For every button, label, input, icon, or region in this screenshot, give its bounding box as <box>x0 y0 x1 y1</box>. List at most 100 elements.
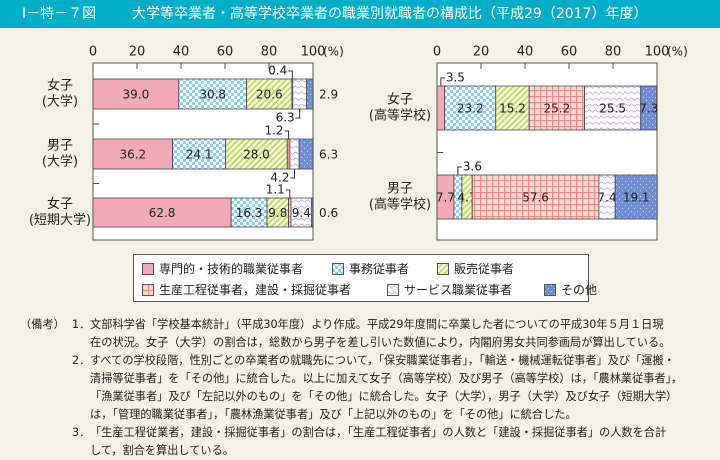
data-label: 7.4 <box>598 191 617 205</box>
data-label: 28.0 <box>243 148 270 162</box>
category-label: 女子 <box>47 78 73 94</box>
bar-segment-production <box>471 174 600 220</box>
data-label: 24.1 <box>186 148 213 162</box>
data-label: 0.6 <box>319 206 338 220</box>
data-label: 30.8 <box>199 88 226 102</box>
data-label: 7.3 <box>639 102 658 116</box>
data-label: 2.9 <box>319 88 338 102</box>
notes-heading: （備考） <box>20 318 65 331</box>
x-tick-label: 100 <box>301 45 326 60</box>
category-label: (短期大学) <box>29 212 91 228</box>
bar-segment-other <box>640 85 658 131</box>
data-label: 6.3 <box>276 111 295 125</box>
bar-segment-sales <box>495 85 530 131</box>
bar-segment-other <box>298 138 314 170</box>
legend-item-service: サービス職業従事者 <box>387 281 512 298</box>
data-label: 0.4 <box>268 64 287 78</box>
legend-swatch-icon <box>387 283 399 296</box>
x-tick-label: 0 <box>89 45 97 60</box>
leader-line <box>288 70 293 79</box>
leader-line <box>457 166 462 175</box>
category-label: 女子 <box>387 92 413 108</box>
legend-label: 生産工程従事者，建設・採掘従事者 <box>159 283 352 297</box>
legend-swatch-icon <box>142 262 154 275</box>
bar-segment-production <box>528 85 586 131</box>
data-label: 23.2 <box>457 102 484 116</box>
bar-segment-other <box>311 197 314 228</box>
data-label: 39.0 <box>123 88 150 102</box>
bar-segment-sales <box>225 138 288 170</box>
legend-label: サービス職業従事者 <box>404 283 513 297</box>
bar-segment-other <box>306 78 314 110</box>
category-label: 男子 <box>47 139 73 154</box>
leader-line <box>290 169 296 179</box>
x-tick-label: 80 <box>605 45 622 60</box>
data-label: 16.3 <box>236 206 263 220</box>
bar-segment-professional <box>436 85 446 131</box>
data-label: 19.1 <box>623 191 650 205</box>
x-tick-label: 0 <box>433 45 441 60</box>
data-label: 25.5 <box>599 102 626 116</box>
data-label: 36.2 <box>119 148 146 162</box>
legend-label: 事務従事者 <box>349 262 410 276</box>
data-label: 4.2 <box>270 171 289 185</box>
note-line: 文部科学省「学校基本統計」（平成30年度）より作成。平成29年度間に卒業した者に… <box>90 318 664 331</box>
figure-title-bar: Ⅰ－特－７図 大学等卒業者・高等学校卒業者の職業別就職者の構成比（平成29（20… <box>0 0 720 28</box>
legend-item-other: その他 <box>544 281 597 298</box>
x-tick-label: 80 <box>261 45 278 60</box>
data-label: 3.5 <box>446 71 465 85</box>
bar-segment-professional <box>92 78 180 110</box>
leader-line <box>440 77 445 86</box>
note-number: 3． <box>72 426 91 439</box>
data-label: 7.7 <box>436 191 455 205</box>
x-tick-label: 20 <box>473 45 490 60</box>
category-label: (高等学校) <box>369 108 431 124</box>
category-label: 女子 <box>47 196 73 212</box>
legend-swatch-icon <box>544 283 556 296</box>
legend-item-clerical: 事務従事者 <box>332 260 409 277</box>
legend-item-sales: 販売従事者 <box>437 260 514 277</box>
bar-segment-clerical <box>230 197 268 228</box>
legend-item-professional: 専門的・技術的職業従事者 <box>142 260 303 277</box>
bar-segment-clerical <box>444 85 497 131</box>
data-label: 9.8 <box>268 206 287 220</box>
bar-segment-other <box>614 174 658 220</box>
figure-title: 大学等卒業者・高等学校卒業者の職業別就職者の構成比（平成29（2017）年度） <box>132 6 648 22</box>
note-line: すべての学校段階，性別ごとの卒業者の就職先について，「保安職業従事者」，「輸送・… <box>90 354 675 367</box>
data-label: 1.2 <box>264 124 283 138</box>
note-line: して，割合を算出している。 <box>90 444 234 457</box>
leader-line <box>284 130 290 139</box>
data-label: 25.2 <box>544 102 571 116</box>
note-line: 「生産工程従業者，建設・採掘従事者」の割合は，「生産工程従事者」の人数と「建設・… <box>90 426 667 439</box>
data-label: 9.4 <box>292 206 311 220</box>
bar-segment-service <box>289 138 300 170</box>
data-label: 15.2 <box>499 102 526 116</box>
bar-segment-service <box>292 78 308 110</box>
x-tick-label: 20 <box>129 45 146 60</box>
x-tick-label: 40 <box>173 45 190 60</box>
data-label: 20.6 <box>256 88 283 102</box>
data-label: 1.1 <box>266 183 285 197</box>
legend-label: 販売従事者 <box>454 262 515 276</box>
legend: 専門的・技術的職業従事者 事務従事者 販売従事者 生産工程従事者，建設・採掘従事… <box>133 254 597 302</box>
legend-label: その他 <box>561 283 598 297</box>
x-tick-label: 100 <box>645 45 670 60</box>
figure-number: Ⅰ－特－７図 <box>22 6 97 22</box>
note-line: 「漁業従事者」及び「左記以外のもの」を「その他」に統合した。女子（大学），男子（… <box>90 390 678 403</box>
unit-label: (%) <box>667 45 688 59</box>
note-number: 2． <box>72 354 91 367</box>
x-tick-label: 40 <box>517 45 534 60</box>
x-tick-label: 60 <box>561 45 578 60</box>
category-label: (大学) <box>42 94 78 110</box>
category-label: (大学) <box>42 154 78 170</box>
x-tick-label: 60 <box>217 45 234 60</box>
data-label: 62.8 <box>149 206 176 220</box>
category-label: 男子 <box>387 182 413 197</box>
legend-swatch-icon <box>142 283 154 296</box>
legend-label: 専門的・技術的職業従事者 <box>159 262 304 276</box>
bar-segment-professional <box>92 138 174 170</box>
leader-line <box>295 109 301 119</box>
data-label: 3.6 <box>463 160 482 174</box>
note-number: 1． <box>72 318 91 331</box>
